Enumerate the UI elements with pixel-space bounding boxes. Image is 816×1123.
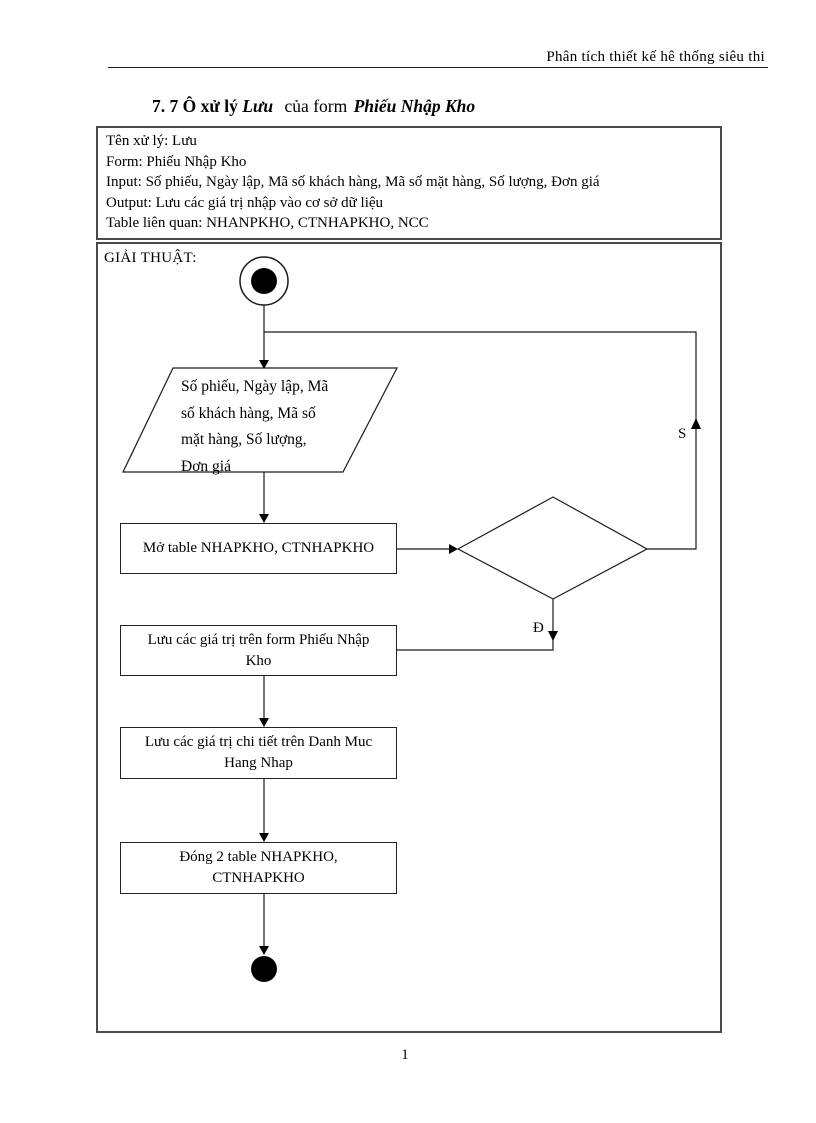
input-text-line1: Số phiếu, Ngày lập, Mã (181, 378, 329, 395)
process-open-tables-text: Mở table NHAPKHO, CTNHAPKHO (142, 540, 375, 556)
process-open-tables-box: Mở table NHAPKHO, CTNHAPKHO (120, 523, 397, 574)
process-close-tables-box: Đóng 2 table NHAPKHO, CTNHAPKHO (120, 842, 397, 894)
input-text-line4: Đơn giá (181, 457, 231, 475)
info-line-table-lien-quan: Table liên quan: NHANPKHO, CTNHAPKHO, NC… (106, 215, 429, 231)
arrowhead-into-end (259, 946, 269, 955)
arrowhead-into-decision (449, 544, 458, 554)
input-parallelogram-text: Số phiếu, Ngày lập, Mã số khách hàng, Mã… (181, 374, 328, 480)
input-text-line2: số khách hàng, Mã số (181, 404, 316, 422)
page-number: 1 (401, 1047, 409, 1063)
decision-diamond-shape (456, 496, 649, 600)
branch-label-d: Đ (533, 620, 544, 636)
info-line-form: Form: Phiếu Nhập Kho (106, 153, 247, 170)
start-node-icon (239, 256, 289, 306)
input-parallelogram-shape (122, 367, 398, 473)
process-save-form-line1: Lưu các giá trị trên form Phiếu Nhập (147, 631, 370, 648)
process-save-detail-line2: Hang Nhap (224, 755, 293, 771)
arrowhead-into-savedetail (259, 718, 269, 727)
process-save-form-line2: Kho (245, 652, 272, 669)
title-prefix: 7. 7 Ô xử lý (152, 96, 238, 116)
arrowhead-into-input (259, 360, 269, 369)
page-header-rule: Phân tích thiết kế hê thống siêu thi (108, 46, 768, 68)
arrowhead-into-open (259, 514, 269, 523)
title-keyword2: Phiếu Nhập Kho (353, 96, 476, 116)
connector-loop-no-branch (264, 331, 697, 550)
algorithm-label: GIẢI THUẬT: (104, 250, 197, 266)
info-line-ten-xu-ly: Tên xử lý: Lưu (106, 133, 197, 149)
title-keyword1: Lưu (242, 96, 274, 116)
process-save-detail-line1: Lưu các giá trị chi tiết trên Danh Muc (144, 734, 373, 750)
title-middle: của form (284, 96, 348, 116)
end-node-icon (251, 956, 277, 982)
connector-yes-branch (397, 599, 554, 651)
arrowhead-loop-up (691, 418, 701, 429)
process-save-form-box: Lưu các giá trị trên form Phiếu Nhập Kho (120, 625, 397, 676)
arrowhead-yes-down (548, 631, 558, 641)
section-title: 7. 7 Ô xử lý Lưu của form Phiếu Nhập Kho (152, 96, 475, 117)
process-save-detail-box: Lưu các giá trị chi tiết trên Danh Muc H… (120, 727, 397, 779)
info-line-output: Output: Lưu các giá trị nhập vào cơ sở d… (106, 194, 384, 211)
arrowhead-into-close (259, 833, 269, 842)
page-header-text: Phân tích thiết kế hê thống siêu thi (546, 49, 765, 65)
input-text-line3: mặt hàng, Số lượng, (181, 431, 307, 448)
info-line-input: Input: Số phiếu, Ngày lập, Mã số khách h… (106, 174, 600, 190)
process-info-box: Tên xử lý: Lưu Form: Phiếu Nhập Kho Inpu… (96, 126, 722, 240)
algorithm-box (96, 242, 722, 1033)
process-close-tables-line1: Đóng 2 table NHAPKHO, (179, 849, 338, 865)
process-close-tables-line2: CTNHAPKHO (212, 870, 305, 886)
branch-label-s: S (678, 426, 687, 442)
